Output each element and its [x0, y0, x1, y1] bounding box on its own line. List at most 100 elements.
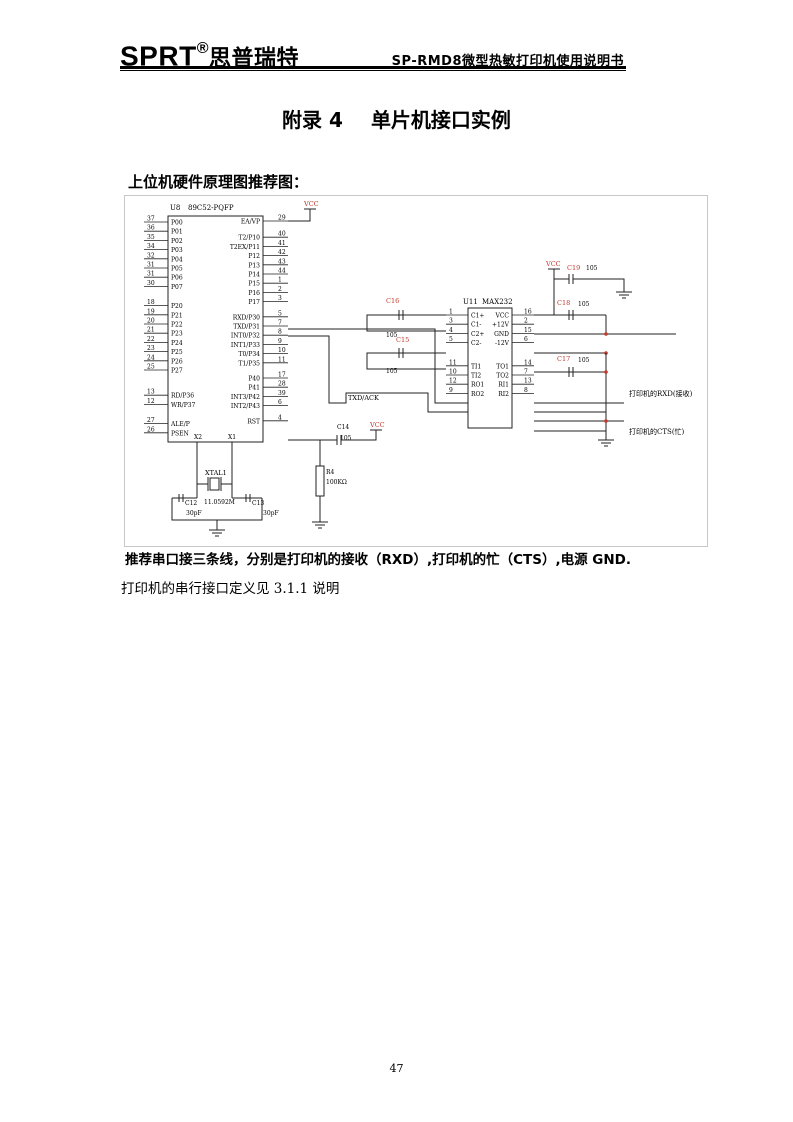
ground-symbol-r4	[312, 521, 328, 529]
mcu-left-pin-number: 27	[147, 417, 155, 424]
mcu-left-pin-name: WR/P37	[171, 402, 196, 409]
mcu-right-pin-number: 6	[278, 399, 282, 406]
c14-value: 105	[340, 435, 352, 442]
mcu-left-pin-number: 25	[147, 364, 155, 371]
mcu-right-pins: 29EA/VP40T2/P1041T2EX/P1142P1243P1344P14…	[230, 215, 288, 425]
mcu-left-pin-number: 35	[147, 234, 155, 241]
mcu-left-pin-name: P21	[171, 312, 183, 319]
vcc-label-rst: VCC	[369, 421, 385, 429]
max-right-pin-name: TO1	[496, 363, 509, 370]
schematic-border	[124, 195, 708, 547]
mcu-right-pin-number: 7	[278, 320, 282, 327]
mcu-left-pin-name: P25	[171, 349, 183, 356]
ea-vcc-wire	[288, 209, 311, 222]
x2-label: X2	[194, 434, 202, 441]
txd-net-label: TXD/ACK	[348, 394, 379, 402]
mcu-ref: U8	[170, 204, 180, 212]
mcu-right-pin-name: T1/P35	[238, 360, 260, 367]
c15-value: 105	[386, 368, 398, 375]
max-right-pin-name: GND	[494, 331, 509, 338]
mcu-part: 89C52-PQFP	[188, 204, 234, 212]
mcu-left-pin-name: P00	[171, 220, 183, 227]
max-left-pin-number: 10	[449, 369, 457, 376]
mcu-left-pin-number: 22	[147, 336, 155, 343]
mcu-right-pin-number: 4	[278, 414, 282, 421]
junction-dot	[604, 332, 608, 336]
c16-label: C16	[386, 297, 399, 305]
appendix-number: 附录 4	[282, 108, 343, 132]
registered-mark: ®	[196, 40, 209, 57]
mcu-left-pin-number: 34	[147, 243, 155, 250]
ground-symbol-c19	[616, 291, 632, 299]
mcu-left-pin-name: P06	[171, 275, 183, 282]
c16-value: 105	[386, 332, 398, 339]
mcu-left-pin-number: 20	[147, 318, 155, 325]
max-left-pin-name: C2+	[471, 331, 484, 338]
mcu-left-pin-name: P02	[171, 238, 183, 245]
vcc-label-mcu: VCC	[303, 200, 319, 208]
mcu-right-pin-name: P15	[248, 281, 260, 288]
max-right-pin-number: 13	[524, 378, 532, 385]
max-right-pin-number: 8	[524, 387, 528, 394]
figure-heading: 上位机硬件原理图推荐图：	[128, 173, 309, 191]
ground-symbol-max	[598, 439, 614, 447]
c17-label: C17	[557, 355, 570, 363]
mcu-left-pin-name: RD/P36	[171, 393, 194, 400]
txd-wire	[288, 335, 468, 413]
max-left-pin-name: C1-	[471, 322, 481, 329]
mcu-right-pin-name: P14	[248, 272, 260, 279]
figure-caption: 推荐串口接三条线，分别是打印机的接收（RXD）,打印机的忙（CTS）,电源 GN…	[125, 552, 632, 568]
page-number: 47	[389, 1062, 404, 1075]
mcu-left-pin-number: 37	[147, 216, 155, 223]
xtal-value: 11.0592M	[204, 499, 235, 506]
mcu-left-pin-name: ALE/P	[170, 421, 190, 428]
mcu-body	[167, 215, 264, 443]
max-left-pin-number: 3	[449, 318, 453, 325]
c15-loop	[366, 352, 446, 370]
mcu-left-pin-name: P27	[171, 368, 183, 375]
max-left-pin-name: RO1	[471, 382, 484, 389]
mcu-left-pin-number: 32	[147, 252, 155, 259]
mcu-right-pin-number: 9	[278, 338, 282, 345]
max-right-pin-number: 14	[524, 359, 532, 366]
max-left-pin-name: TI1	[471, 363, 481, 370]
mcu-right-pin-name: T2EX/P11	[230, 244, 260, 251]
mcu-left-pin-number: 31	[147, 262, 155, 269]
max232-part: MAX232	[482, 298, 513, 306]
mcu-left-pin-number: 30	[147, 280, 155, 287]
mcu-right-pin-number: 40	[278, 231, 286, 238]
printer-rxd-label: 打印机的RXD(接收)	[629, 389, 693, 398]
mcu-right-pin-name: P40	[248, 376, 260, 383]
mcu-right-pin-number: 5	[278, 310, 282, 317]
max-left-pin-name: RO2	[471, 391, 484, 398]
max-right-pin-name: -12V	[495, 340, 510, 347]
mcu-right-pin-name: INT1/P33	[231, 342, 260, 349]
page-header: SPRT®思普瑞特 SP-RMD8微型热敏打印机使用说明书	[120, 34, 626, 71]
max-right-pin-number: 2	[524, 318, 528, 325]
mcu-left-pin-name: P26	[171, 358, 183, 365]
mcu-left-pin-name: P03	[171, 247, 183, 254]
mcu-left-pin-name: P20	[171, 303, 183, 310]
c15-label: C15	[396, 336, 409, 344]
max-right-pin-number: 7	[524, 369, 528, 376]
max-left-pin-number: 9	[449, 387, 453, 394]
document-title: SP-RMD8微型热敏打印机使用说明书	[391, 54, 624, 69]
mcu-left-pin-number: 24	[147, 354, 155, 361]
mcu-right-pin-number: 10	[278, 347, 286, 354]
mcu-right-pin-number: 29	[278, 215, 286, 222]
mcu-left-pin-number: 23	[147, 345, 155, 352]
mcu-left-pin-name: P05	[171, 266, 183, 273]
mcu-right-pin-name: P16	[248, 290, 260, 297]
mcu-right-pin-number: 1	[278, 277, 282, 284]
mcu-left-pin-name: P23	[171, 331, 183, 338]
mcu-right-pin-number: 2	[278, 286, 282, 293]
mcu-left-pin-name: P07	[171, 284, 183, 291]
mcu-right-pin-number: 3	[278, 295, 282, 302]
max-right-pin-name: RI1	[498, 382, 509, 389]
mcu-right-pin-number: 39	[278, 390, 286, 397]
mcu-left-pin-number: 18	[147, 299, 155, 306]
mcu-right-pin-name: P17	[248, 299, 260, 306]
mcu-left-pin-number: 31	[147, 271, 155, 278]
junction-dot-neg	[604, 370, 608, 374]
max-left-pin-number: 1	[449, 309, 453, 316]
